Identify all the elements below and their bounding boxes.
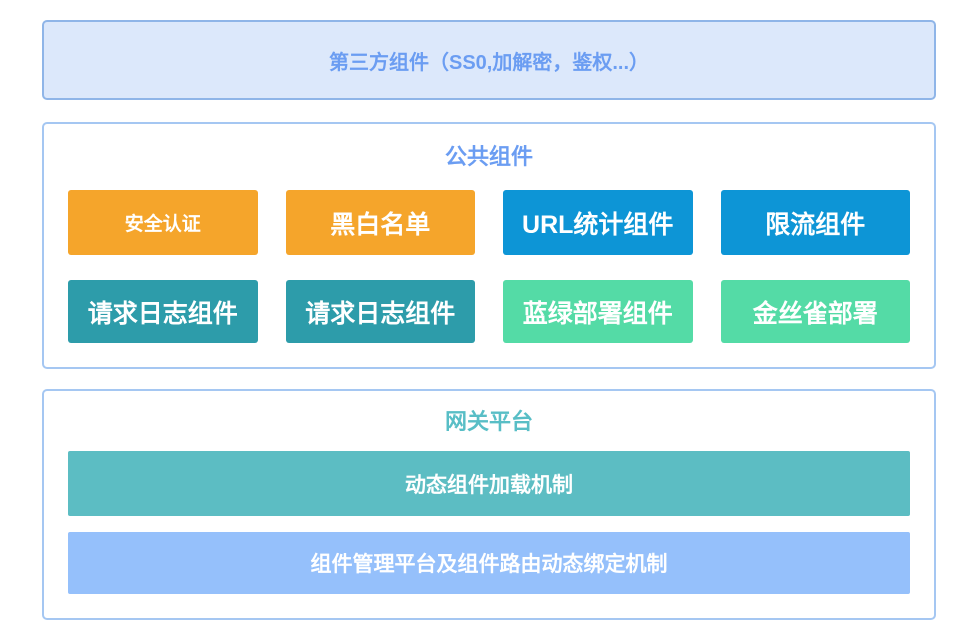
component-button-url-stats[interactable]: URL统计组件	[503, 190, 693, 255]
diagram-wrapper: 第三方组件（SS0,加解密，鉴权...） 公共组件 安全认证 黑白名单 URL统…	[42, 20, 936, 620]
component-button-rate-limit[interactable]: 限流组件	[720, 190, 910, 255]
common-components-title: 公共组件	[444, 144, 533, 169]
component-button-request-log-2[interactable]: 请求日志组件	[285, 280, 475, 343]
common-components-panel: 公共组件 安全认证 黑白名单 URL统计组件 限流组件 请求日志组件 请求日志组…	[42, 122, 936, 369]
gateway-platform-title: 网关平台	[444, 409, 533, 434]
component-management-binding-bar: 组件管理平台及组件路由动态绑定机制	[68, 532, 910, 594]
component-button-canary-deploy[interactable]: 金丝雀部署	[720, 280, 910, 343]
dynamic-component-loading-bar: 动态组件加载机制	[68, 451, 910, 516]
third-party-components-box: 第三方组件（SS0,加解密，鉴权...）	[42, 20, 936, 100]
component-button-grid: 安全认证 黑白名单 URL统计组件 限流组件 请求日志组件 请求日志组件 蓝绿部…	[68, 190, 910, 343]
component-button-security-auth[interactable]: 安全认证	[68, 190, 258, 255]
component-button-blacklist-whitelist[interactable]: 黑白名单	[285, 190, 475, 255]
gateway-platform-panel: 网关平台 动态组件加载机制 组件管理平台及组件路由动态绑定机制	[42, 389, 936, 620]
third-party-components-label: 第三方组件（SS0,加解密，鉴权...）	[328, 51, 650, 74]
component-button-request-log-1[interactable]: 请求日志组件	[68, 280, 258, 343]
component-button-blue-green-deploy[interactable]: 蓝绿部署组件	[503, 280, 693, 343]
